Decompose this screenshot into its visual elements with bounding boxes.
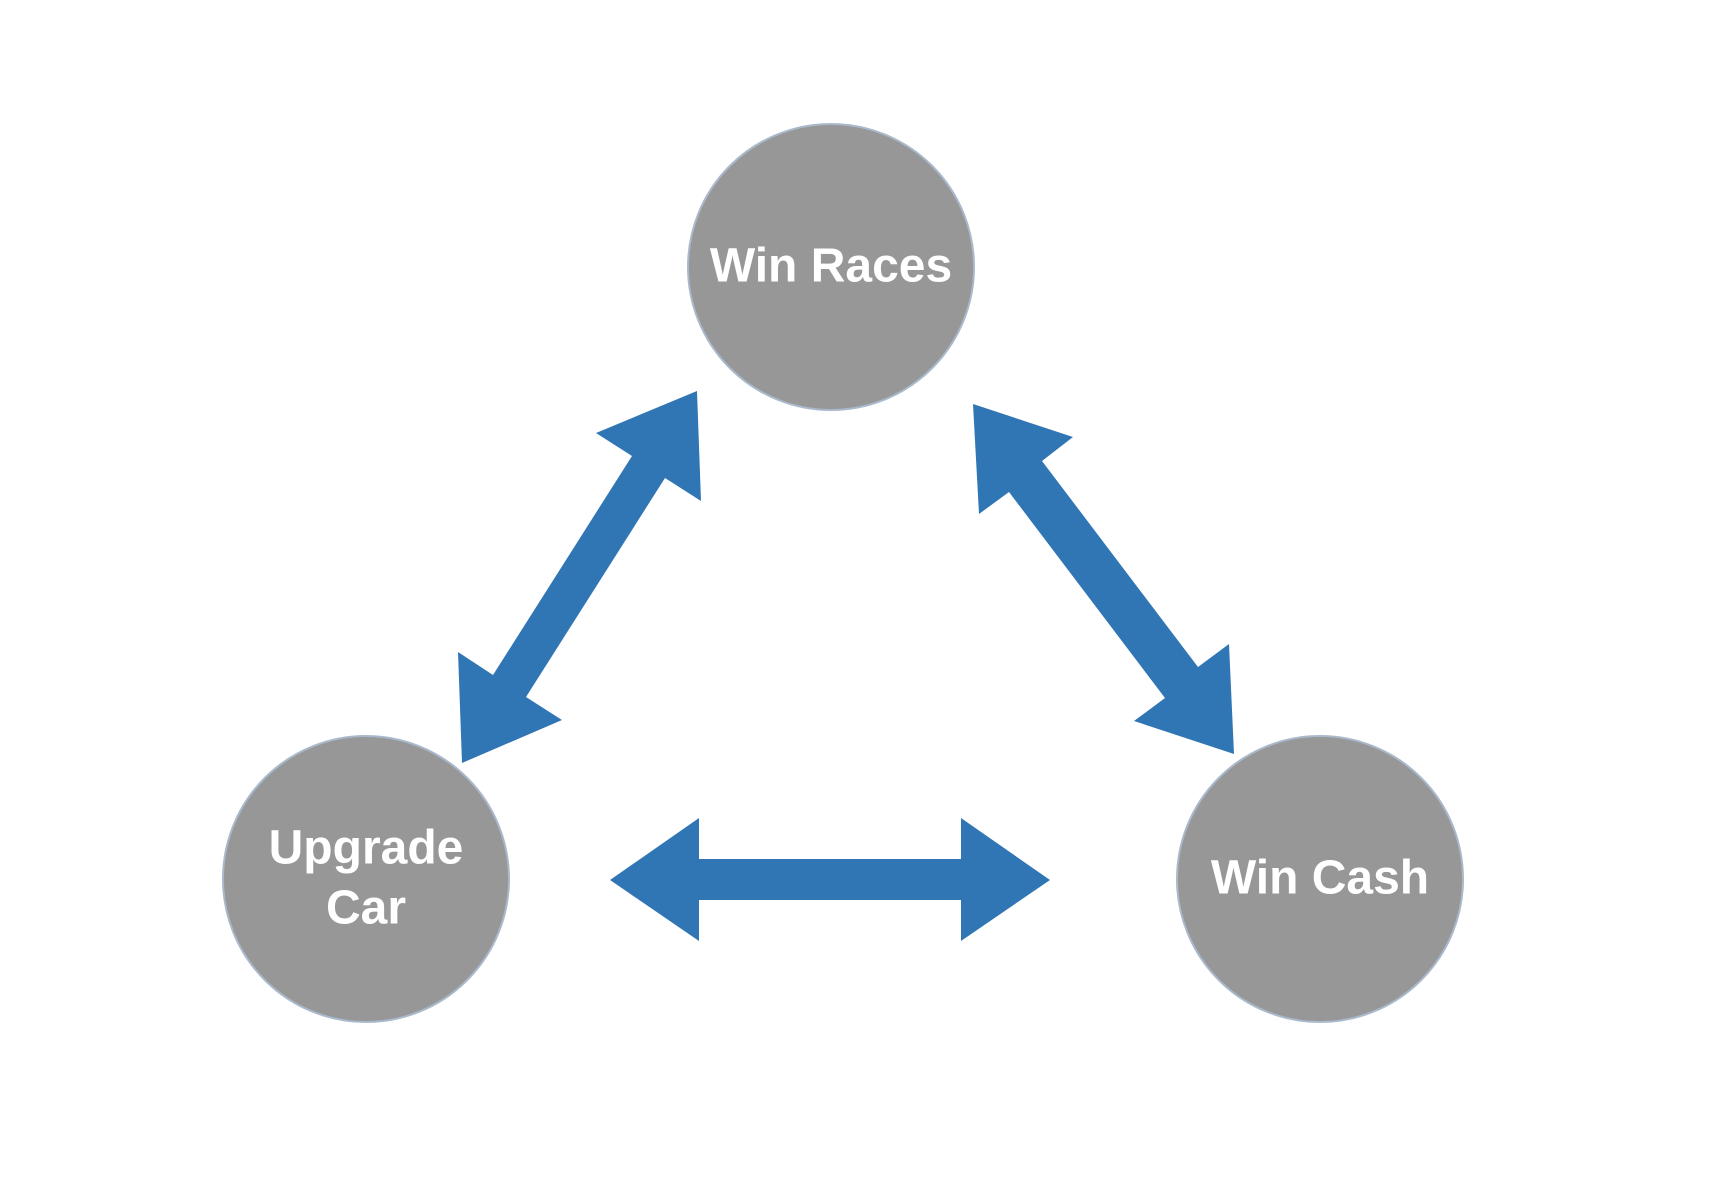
node-circle	[687, 123, 975, 411]
arrow-win-races-win-cash	[973, 404, 1234, 754]
arrow-upgrade-car-win-cash	[610, 818, 1050, 941]
arrows	[458, 391, 1234, 941]
node-label-upgrade-car-line2: Car	[326, 882, 406, 935]
node-label-upgrade-car-line1: Upgrade	[269, 822, 464, 875]
node-circle	[1176, 735, 1464, 1023]
node-label-win-races: Win Races	[710, 240, 952, 293]
node-label-win-cash: Win Cash	[1211, 852, 1429, 905]
node-circle	[222, 735, 510, 1023]
node-win-cash: Win Cash	[1176, 735, 1464, 1023]
node-upgrade-car: Upgrade Car	[222, 735, 510, 1023]
node-win-races: Win Races	[687, 123, 975, 411]
arrow-win-races-upgrade-car	[458, 391, 701, 763]
